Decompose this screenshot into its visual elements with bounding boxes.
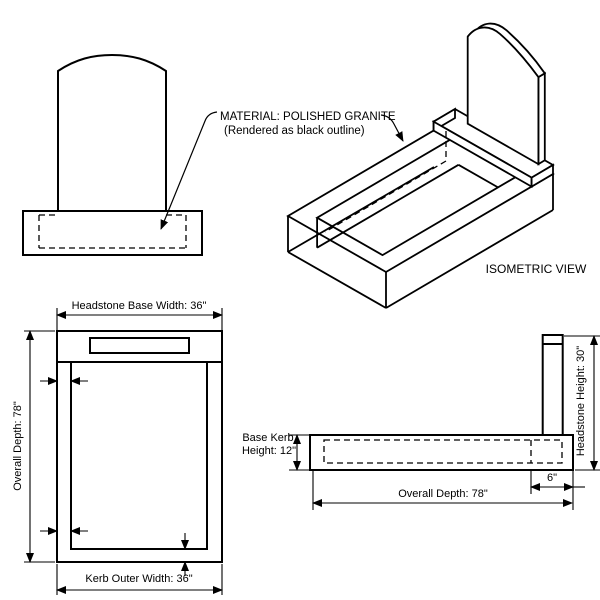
- dim-overall-depth-side: Overall Depth: 78": [312, 471, 573, 510]
- isometric-view-label: ISOMETRIC VIEW: [486, 262, 587, 276]
- front-elevation-view: [22, 53, 203, 256]
- plan-view: Headstone Base Width: 36" Overall Depth:…: [12, 300, 223, 595]
- kerb-side-rect: [309, 434, 574, 471]
- kerb-side-hidden-edges: [323, 439, 563, 464]
- dim-kerb-end-width-label: 6": [547, 472, 557, 484]
- dim-kerb-outer-width: Kerb Outer Width: 36": [56, 564, 223, 595]
- dim-headstone-base-width: Headstone Base Width: 36": [56, 300, 223, 330]
- headstone-outline: [57, 53, 167, 211]
- kerb-corner-edges: [287, 174, 554, 308]
- iso-hidden-edges: [324, 131, 447, 233]
- dim-overall-depth-plan-label: Overall Depth: 78": [12, 401, 24, 491]
- headstone-base: [22, 210, 203, 256]
- iso-headstone-base-block: [431, 107, 555, 189]
- kerb-interior-edges: [316, 164, 499, 249]
- dim-overall-depth-plan: Overall Depth: 78": [12, 330, 55, 563]
- dim-headstone-height-label: Headstone Height: 30": [575, 346, 587, 456]
- leader-to-front-base: [160, 111, 218, 230]
- dim-base-kerb-height-label-line1: Base Kerb: [242, 432, 293, 444]
- dim-headstone-base-width-label: Headstone Base Width: 36": [72, 300, 207, 312]
- headstone-side-rect: [541, 334, 564, 436]
- dim-overall-depth-side-label: Overall Depth: 78": [398, 488, 488, 500]
- side-elevation-view: Base Kerb Height: 12" Headstone Height: …: [242, 334, 600, 510]
- kerb-bottom-edges: [287, 166, 554, 309]
- headstone-footprint: [89, 337, 190, 354]
- dim-base-kerb-height: Base Kerb Height: 12": [242, 432, 309, 471]
- dim-base-kerb-height-label-line2: Height: 12": [242, 445, 296, 457]
- kerb-thickness-arrows: [40, 377, 189, 576]
- kerb-outer-rect: [56, 330, 223, 563]
- base-hidden-edge: [38, 214, 187, 249]
- leader-to-iso-kerb: [380, 114, 404, 142]
- isometric-drawing: ISOMETRIC VIEW: [286, 22, 587, 309]
- iso-headstone-slab: [466, 22, 547, 166]
- dim-headstone-height: Headstone Height: 30": [564, 335, 600, 471]
- material-note-line1: MATERIAL: POLISHED GRANITE: [220, 111, 396, 123]
- material-note-line2: (Rendered as black outline): [224, 125, 365, 137]
- dim-kerb-outer-width-label: Kerb Outer Width: 36": [85, 573, 192, 585]
- dim-kerb-end-width: 6": [530, 471, 585, 510]
- material-note: MATERIAL: POLISHED GRANITE (Rendered as …: [160, 111, 404, 230]
- kerb-inner-rect: [70, 362, 208, 550]
